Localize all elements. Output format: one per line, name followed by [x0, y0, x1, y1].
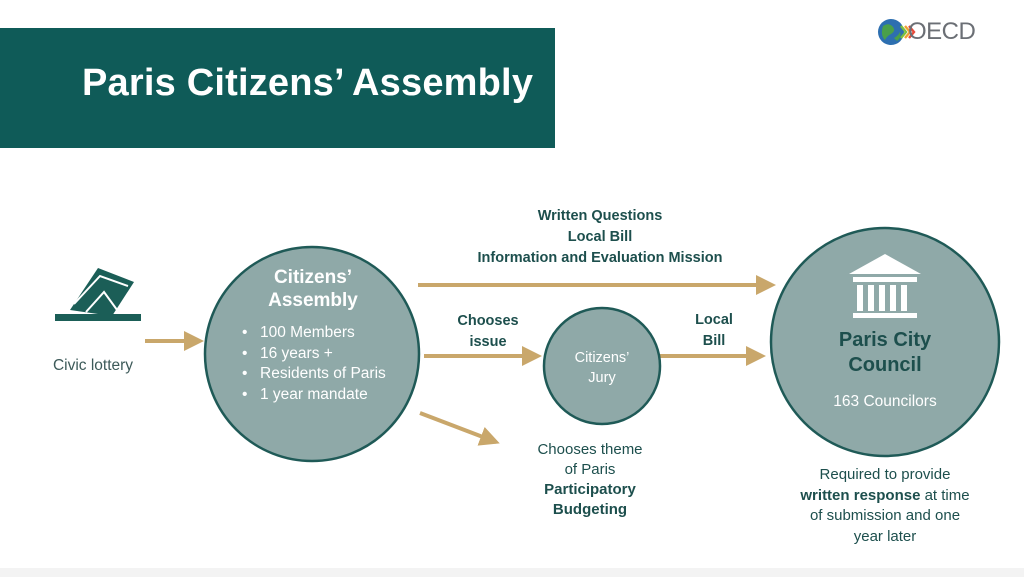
list-item: 1 year mandate — [242, 385, 386, 406]
local-bill-line1: Local — [695, 312, 733, 328]
theme-line1: Chooses theme — [537, 441, 643, 458]
civic-lottery-label: Civic lottery — [52, 357, 134, 374]
chooses-issue-line1: Chooses — [457, 313, 519, 329]
assembly-facts-list: 100 Members 16 years + Residents of Pari… — [242, 323, 386, 405]
top-arrow-label: Written Questions Local Bill Information… — [420, 206, 780, 269]
response-note-line3: of submission and one — [809, 507, 961, 524]
theme-line2: of Paris — [564, 461, 616, 478]
response-note-line2-rest: at time — [920, 486, 970, 504]
jury-label-line2: Jury — [588, 370, 616, 386]
title-banner — [0, 28, 555, 148]
oecd-logo-text: OECD — [908, 18, 976, 45]
council-title-line1: Paris City — [838, 329, 932, 351]
arrow-assembly-to-theme — [419, 411, 500, 446]
response-note-line4: year later — [853, 527, 917, 545]
jury-label-line1: Citizens’ — [574, 350, 630, 366]
response-note: Required to provide written response at … — [760, 465, 1010, 547]
council-circle — [769, 226, 1001, 458]
council-title-line2: Council — [848, 354, 922, 376]
theme-label: Chooses theme of Paris Participatory Bud… — [490, 440, 690, 520]
chooses-issue-line2: issue — [469, 334, 507, 350]
list-item: Residents of Paris — [242, 364, 386, 385]
top-arrow-label-line2: Local Bill — [567, 229, 633, 245]
jury-label: Citizens’ Jury — [552, 348, 652, 388]
bottom-strip — [0, 568, 1024, 577]
globe-icon — [878, 19, 904, 45]
list-item: 100 Members — [242, 323, 386, 344]
jury-circle — [542, 306, 662, 426]
response-note-bold: written response — [800, 486, 921, 504]
top-arrow-label-line3: Information and Evaluation Mission — [477, 250, 723, 266]
theme-line3: Participatory — [544, 481, 636, 498]
assembly-title: Citizens’ Assembly — [238, 266, 388, 312]
council-title: Paris City Council — [800, 328, 970, 378]
response-note-line2: written response at time — [760, 486, 1010, 507]
council-count: 163 Councilors — [833, 393, 937, 410]
local-bill-line2: Bill — [702, 333, 726, 349]
theme-line4: Budgeting — [552, 501, 628, 518]
response-note-line1: Required to provide — [819, 466, 951, 483]
government-building-icon — [849, 254, 921, 318]
envelope-ballot-icon — [55, 268, 141, 321]
assembly-title-line2: Assembly — [268, 290, 358, 311]
assembly-title-line1: Citizens’ — [273, 267, 353, 288]
top-arrow-label-line1: Written Questions — [537, 208, 663, 224]
chevrons-icon — [900, 25, 916, 39]
chooses-issue-label: Chooses issue — [440, 311, 536, 353]
local-bill-label: Local Bill — [676, 310, 752, 352]
list-item: 16 years + — [242, 344, 386, 365]
oecd-logo — [878, 19, 916, 45]
page-title: Paris Citizens’ Assembly — [82, 62, 534, 104]
